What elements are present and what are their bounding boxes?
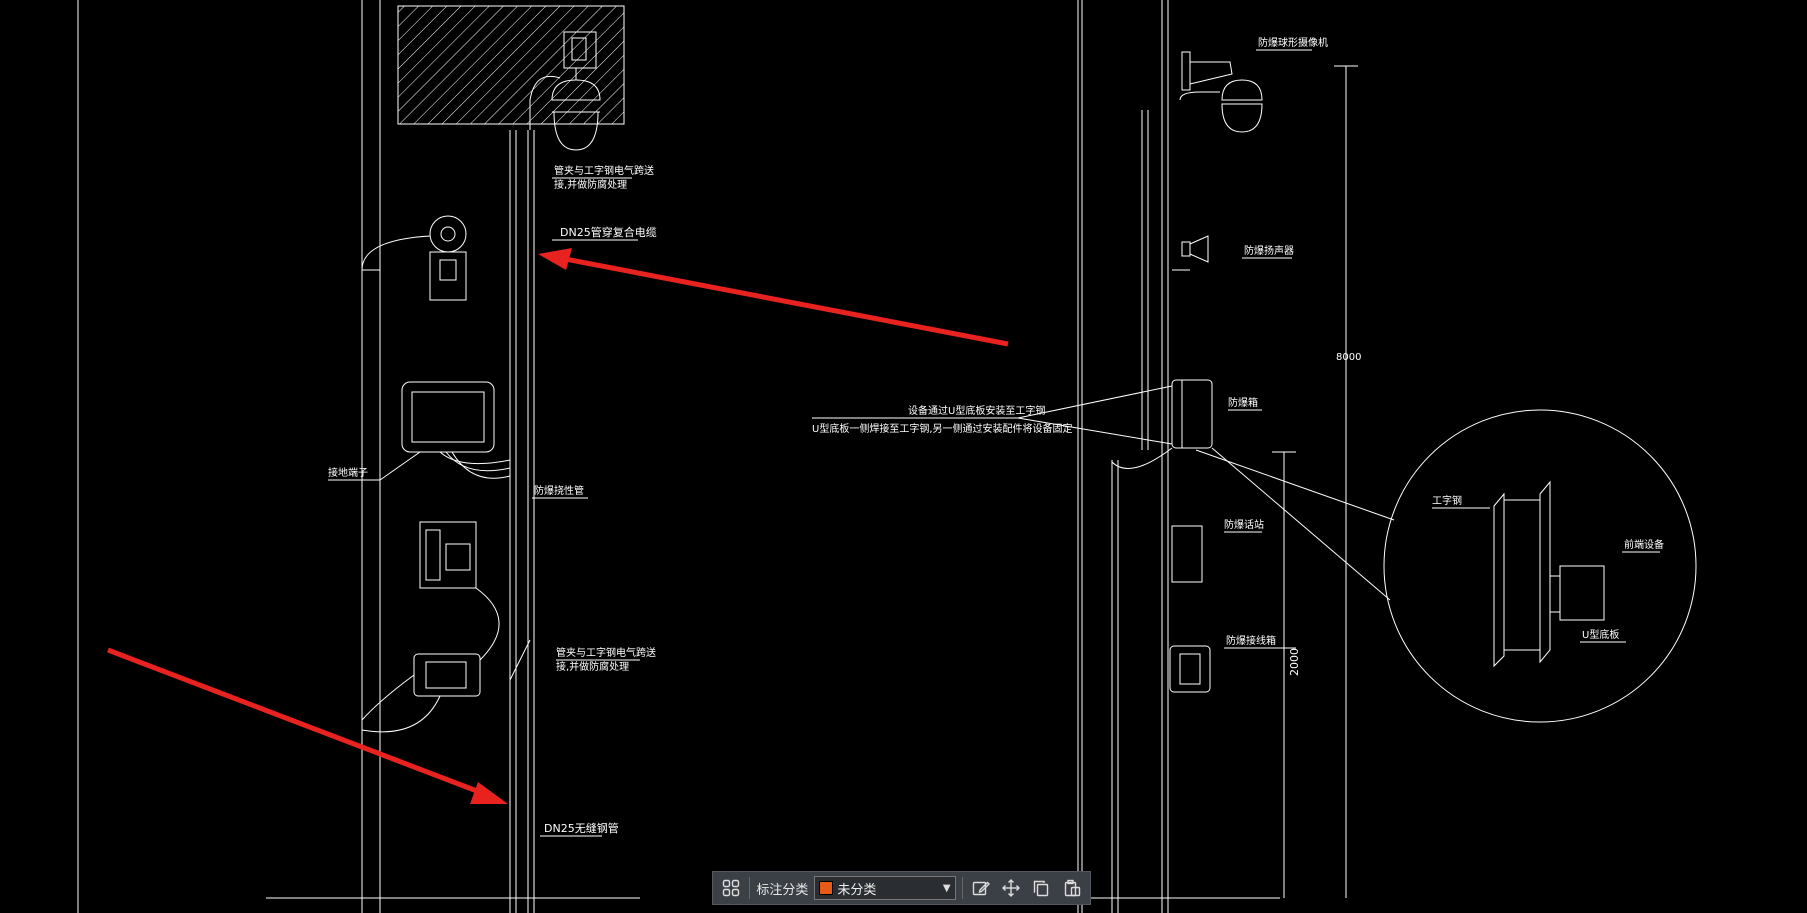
detail-leader [1195, 449, 1395, 521]
i-beam-detail-icon [1493, 480, 1551, 668]
chevron-down-icon: ▼ [942, 882, 951, 894]
label-speaker: 防爆扬声器 [1244, 244, 1294, 257]
ptz-camera-left-icon [529, 31, 601, 151]
lower-junction-box-icon [361, 587, 531, 733]
cable-line [1111, 447, 1173, 469]
paste-icon[interactable] [1060, 875, 1084, 901]
detail-circle [1383, 409, 1697, 723]
beacon-icon [361, 215, 467, 301]
keypad-terminal-icon [419, 521, 477, 589]
hatched-structure [397, 5, 625, 125]
display-panel-icon [379, 381, 511, 481]
category-color-swatch [819, 881, 834, 895]
label-u-plate: U型底板 [1582, 628, 1619, 641]
category-label: 标注分类 [756, 882, 809, 898]
label-camera-pipe-2: 接,并做防腐处理 [554, 178, 627, 191]
category-value: 未分类 [837, 882, 877, 898]
label-ex-junction: 防爆接线箱 [1226, 634, 1276, 647]
label-pipe-clamp-1: 管夹与工字钢电气跨送 [556, 646, 656, 659]
label-dim-2000: 2000 [1288, 648, 1301, 676]
grid-icon[interactable] [719, 875, 743, 901]
ex-device-right-icon [1171, 525, 1203, 583]
red-arrow-lower [107, 647, 508, 804]
label-ground-terminal: 接地端子 [328, 466, 368, 479]
ex-junction-right-icon [1169, 645, 1211, 693]
category-dropdown[interactable]: 未分类 ▼ [814, 876, 956, 900]
label-junction-box: 防爆箱 [1228, 396, 1258, 409]
speaker-right-icon [1172, 235, 1209, 271]
label-i-beam: 工字钢 [1432, 494, 1462, 507]
label-dim-8000: 8000 [1336, 352, 1361, 363]
annotation-toolbar: 标注分类 未分类 ▼ [712, 871, 1091, 905]
move-icon[interactable] [999, 875, 1023, 901]
label-dn25-steel: DN25无缝钢管 [544, 821, 619, 835]
label-ex-device: 防爆话站 [1224, 518, 1264, 531]
toolbar-separator [961, 877, 963, 899]
ptz-camera-right-icon [1141, 51, 1263, 450]
label-ex-conduit: 防爆挠性管 [534, 484, 584, 497]
label-camera-pipe-1: 管夹与工字钢电气跨送 [554, 164, 654, 177]
label-mount-note-1: 设备通过U型底板安装至工字钢 [908, 404, 1045, 417]
junction-box-right-icon [1171, 379, 1213, 449]
label-pipe-clamp-2: 接,并做防腐处理 [556, 660, 629, 673]
label-mount-note-2: U型底板一侧焊接至工字钢,另一侧通过安装配件将设备固定 [812, 422, 1073, 435]
leader-line [1017, 385, 1173, 419]
toolbar-separator [749, 877, 751, 899]
red-arrow-upper [538, 248, 1009, 347]
label-dn25-cable: DN25管穿复合电缆 [560, 225, 657, 239]
label-ptz-camera: 防爆球形摄像机 [1258, 36, 1328, 49]
copy-icon[interactable] [1029, 875, 1053, 901]
label-device: 前端设备 [1624, 538, 1664, 551]
leader-line [1017, 417, 1173, 445]
detail-leader [1211, 447, 1391, 601]
edit-icon[interactable] [969, 875, 993, 901]
device-detail-icon [1549, 565, 1605, 621]
